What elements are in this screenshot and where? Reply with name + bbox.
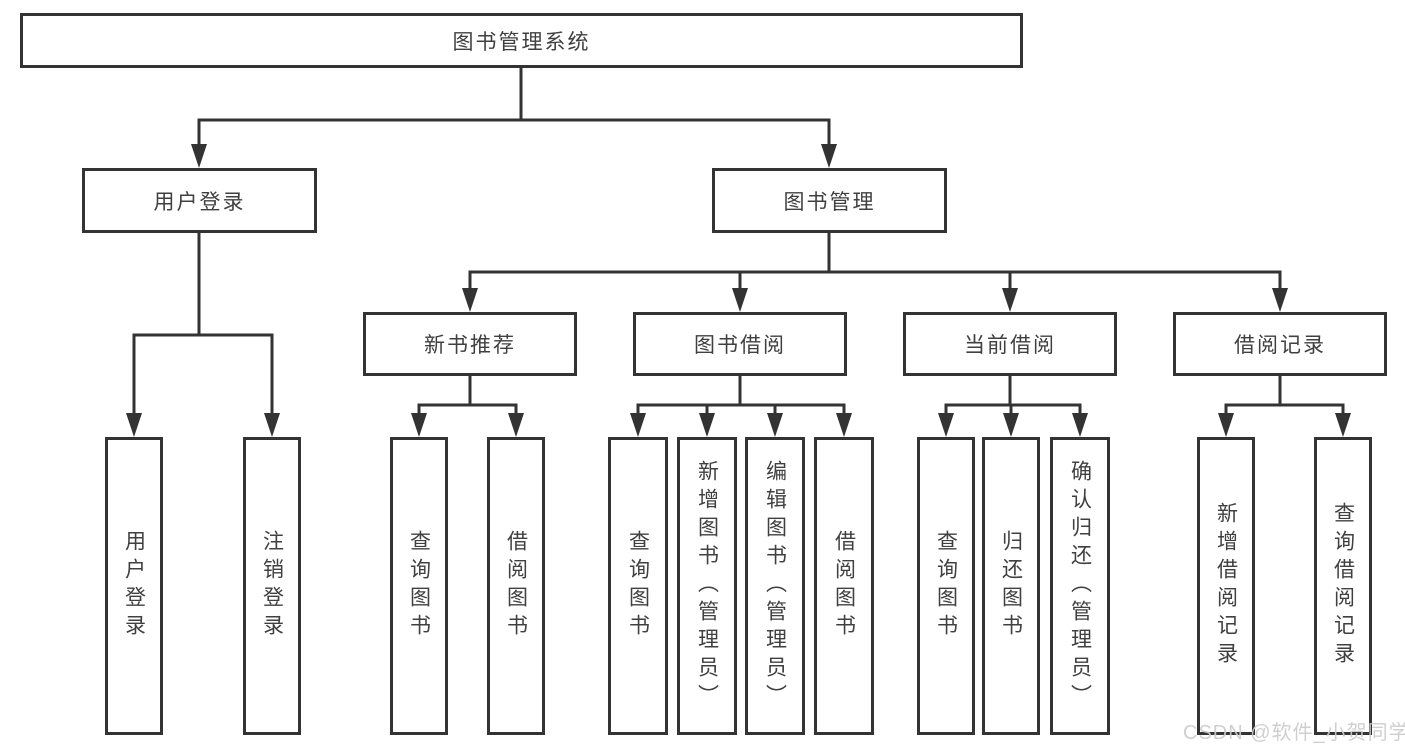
leaf-add-books-admin: 新增图书（管理员） <box>677 437 737 735</box>
node-user-login: 用户登录 <box>82 168 317 233</box>
leaf-label: 编辑图书（管理员） <box>763 460 787 712</box>
leaf-borrow-books: 借阅图书 <box>814 437 874 735</box>
node-borrowing-records: 借阅记录 <box>1173 312 1387 376</box>
node-book-borrowing: 图书借阅 <box>633 312 847 376</box>
leaf-logout: 注销登录 <box>243 437 301 735</box>
node-label: 图书借阅 <box>694 334 786 357</box>
node-library-management-system: 图书管理系统 <box>20 13 1023 68</box>
leaf-return-books: 归还图书 <box>982 437 1040 735</box>
node-current-borrowing: 当前借阅 <box>903 312 1117 376</box>
leaf-label: 新增借阅记录 <box>1214 502 1238 670</box>
leaf-query-books-current: 查询图书 <box>917 437 975 735</box>
leaf-label: 确认归还（管理员） <box>1068 460 1092 712</box>
leaf-edit-books-admin: 编辑图书（管理员） <box>745 437 805 735</box>
node-label: 借阅记录 <box>1234 334 1326 357</box>
leaf-label: 借阅图书 <box>832 530 856 642</box>
csdn-watermark: CSDN @软件_小贺同学 <box>1183 722 1405 744</box>
leaf-query-books-recommend: 查询图书 <box>390 437 448 735</box>
leaf-query-borrow-record: 查询借阅记录 <box>1314 437 1372 735</box>
node-label: 图书管理 <box>783 190 876 214</box>
leaf-label: 新增图书（管理员） <box>695 460 719 712</box>
leaf-user-login: 用户登录 <box>105 437 163 735</box>
node-label: 新书推荐 <box>424 334 516 357</box>
leaf-label: 注销登录 <box>260 530 284 642</box>
leaf-confirm-return-admin: 确认归还（管理员） <box>1050 437 1110 735</box>
leaf-label: 借阅图书 <box>504 530 528 642</box>
node-new-book-recommendation: 新书推荐 <box>363 312 577 376</box>
node-book-management: 图书管理 <box>712 168 947 233</box>
leaf-query-books-borrow: 查询图书 <box>608 437 668 735</box>
node-label: 用户登录 <box>153 190 246 214</box>
leaf-label: 查询图书 <box>626 530 650 642</box>
leaf-label: 归还图书 <box>999 530 1023 642</box>
node-label: 图书管理系统 <box>452 30 591 54</box>
leaf-label: 查询图书 <box>934 530 958 642</box>
leaf-add-borrow-record: 新增借阅记录 <box>1197 437 1255 735</box>
leaf-borrow-books-recommend: 借阅图书 <box>487 437 545 735</box>
leaf-label: 用户登录 <box>122 530 146 642</box>
node-label: 当前借阅 <box>964 334 1056 357</box>
leaf-label: 查询借阅记录 <box>1331 502 1355 670</box>
leaf-label: 查询图书 <box>407 530 431 642</box>
